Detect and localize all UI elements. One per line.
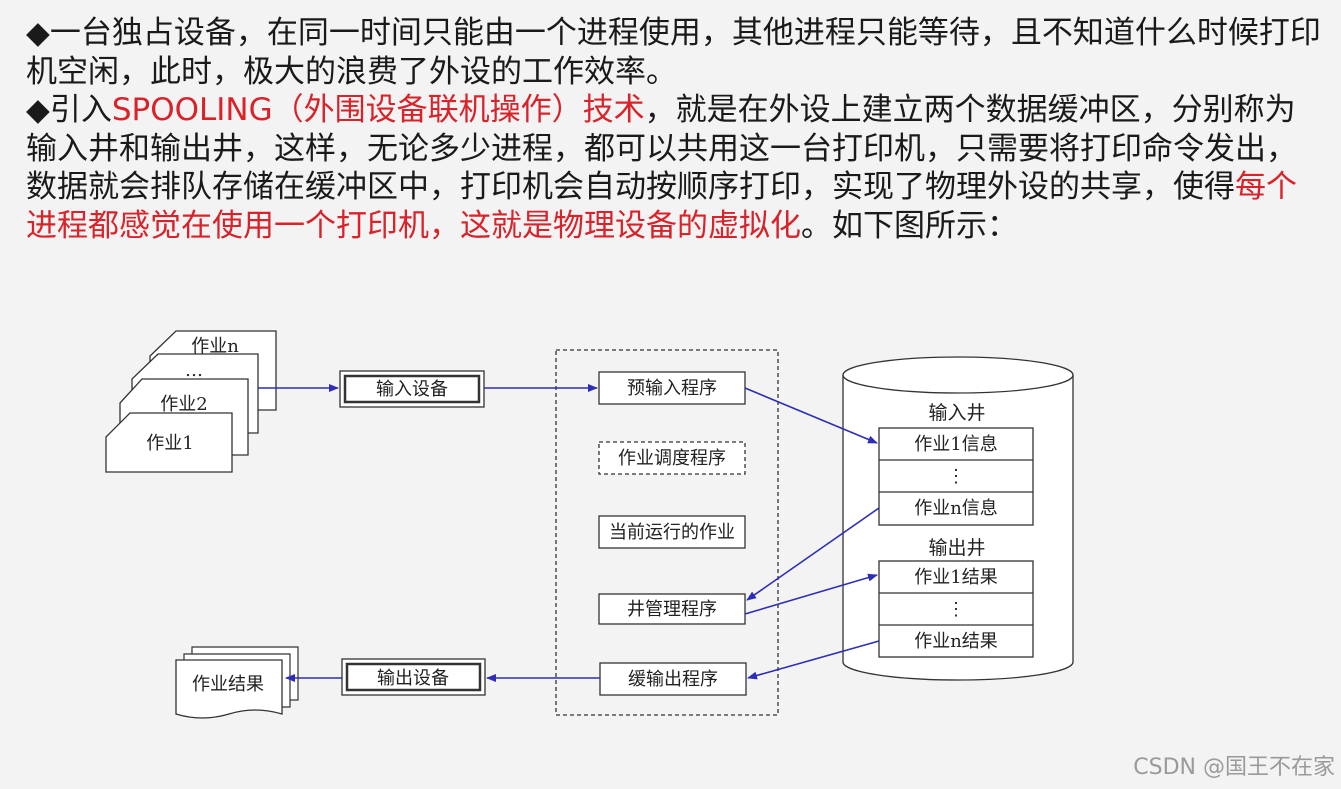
buffered-output-box: 缓输出程序 (599, 662, 747, 696)
input-job-stack: 作业n … 作业2 作业1 (105, 330, 277, 473)
input-well-row-n: 作业n信息 (914, 498, 998, 519)
job-2-label: 作业2 (160, 394, 207, 415)
output-well-row-1: 作业1结果 (914, 567, 997, 588)
pre-input-program-box: 预输入程序 (598, 371, 746, 405)
output-well: 作业1结果 ⋮ 作业n结果 (878, 560, 1034, 658)
job-ellipsis-label: … (185, 360, 203, 381)
output-result-label: 作业结果 (192, 674, 264, 695)
output-well-row-n: 作业n结果 (914, 631, 998, 652)
job-1-label: 作业1 (146, 433, 193, 454)
output-device-box: 输出设备 (341, 658, 486, 696)
current-job-label: 当前运行的作业 (609, 522, 735, 543)
paragraph-2-body: ，就是在外设上建立两个数据缓冲区，分别称为输入井和输出井，这样，无论多少进程，都… (26, 92, 1297, 205)
paragraph-2-intro: 引入 (49, 92, 112, 128)
well-manager-box: 井管理程序 (598, 593, 746, 625)
spooling-term: SPOOLING（外围设备联机操作）技术 (111, 92, 645, 128)
bullet: ◆ (26, 92, 50, 128)
flow-arrows (258, 384, 880, 682)
scheduler-label: 作业调度程序 (618, 448, 726, 469)
current-job-box: 当前运行的作业 (598, 515, 746, 549)
pre-input-program-label: 预输入程序 (627, 378, 717, 399)
arrow-pre-input-to-input-well (744, 387, 878, 444)
text-block: ◆一台独占设备，在同一时间只能由一个进程使用，其他进程只能等待，且不知道什么时候… (26, 14, 1326, 245)
watermark: CSDN @国王不在家 (1133, 755, 1335, 780)
output-well-title: 输出井 (928, 537, 985, 559)
output-well-row-ellipsis: ⋮ (947, 599, 965, 620)
output-device-label: 输出设备 (377, 668, 449, 689)
arrow-well-manager-to-output-well (744, 573, 878, 615)
scheduler-box: 作业调度程序 (598, 441, 746, 475)
bullet: ◆ (26, 15, 50, 51)
input-well-row-1: 作业1信息 (914, 434, 997, 455)
virtualization-highlight: 每个进程都感觉在使用一个打印机，这就是物理设备的虚拟化 (26, 169, 1297, 244)
input-well-row-ellipsis: ⋮ (947, 466, 965, 487)
job-card-1 (105, 412, 233, 473)
output-result-stack: 作业结果 (175, 646, 299, 719)
input-device-box: 输入设备 (339, 370, 485, 408)
arrow-input-well-to-well-manager (746, 507, 880, 601)
result-card-front (175, 659, 283, 719)
paragraph-2-tail: 。如下图所示： (801, 207, 1018, 244)
paragraph-1-text: 一台独占设备，在同一时间只能由一个进程使用，其他进程只能等待，且不知道什么时候打… (26, 15, 1321, 90)
paragraph-2: ◆引入SPOOLING（外围设备联机操作）技术，就是在外设上建立两个数据缓冲区，… (26, 91, 1326, 245)
input-well: 作业1信息 ⋮ 作业n信息 (878, 427, 1034, 526)
arrow-output-well-to-buffered-output (747, 640, 880, 680)
job-n-label: 作业n (191, 336, 239, 357)
input-well-title: 输入井 (928, 402, 985, 424)
buffered-output-label: 缓输出程序 (628, 669, 718, 690)
input-device-label: 输入设备 (376, 379, 448, 400)
well-manager-label: 井管理程序 (627, 599, 717, 620)
paragraph-1: ◆一台独占设备，在同一时间只能由一个进程使用，其他进程只能等待，且不知道什么时候… (26, 14, 1326, 91)
